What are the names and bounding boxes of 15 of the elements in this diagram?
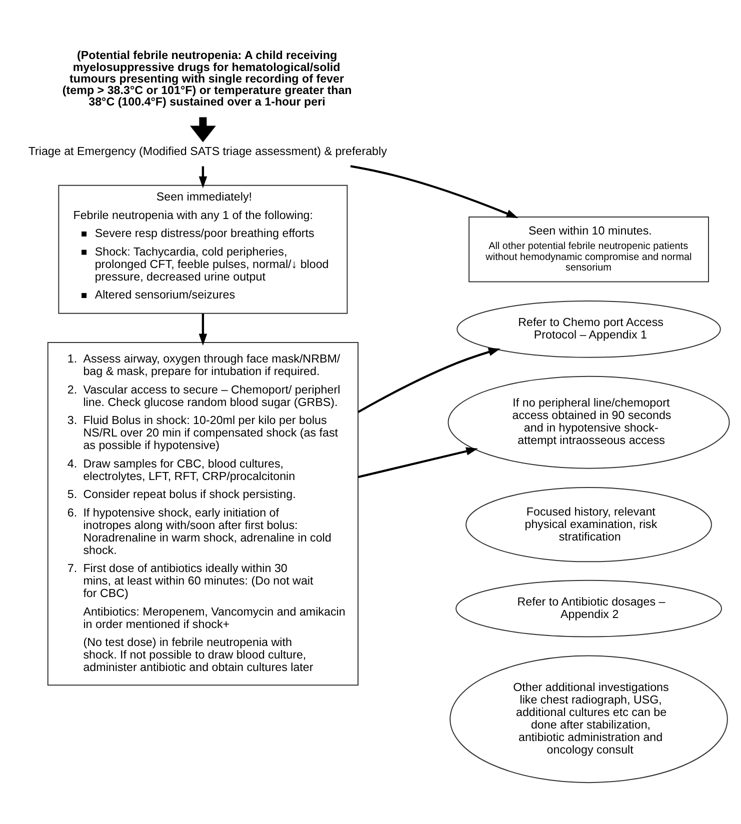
node-box: Seen immediately! Febrile neutropenia with any 1 of the following: Severe resp distress/poor breathing efforts Shock: Tachycardia, cold peripheries, prolonged CFT, feeble pulses, normal/↓ blood pressure, decreased urine output Altered sensorium/seizures [58, 184, 348, 314]
node-text: (Potential febrile neutropenia: A child receiving myelosuppressive drugs for hematological/solid tumours presenting with single recording of fever (temp > 38.3°C or 101°F) or temperature greater than 38°C (100.4°F) sustained over a 1-hour peri [62, 48, 352, 108]
node-ellipse: If no peripheral line/chemoport access obtained in 90 seconds and in hypotensive shock- attempt intraosseous access [448, 375, 730, 468]
node-box: Seen within 10 minutes. All other potential febrile neutropenic patients without hemodynamic compromise and normal sensorium [468, 216, 709, 282]
arrow [350, 164, 518, 218]
node-ellipse: Refer to Antibiotic dosages – Appendix 2 [456, 579, 722, 637]
arrow [190, 116, 216, 142]
arrow [198, 166, 208, 188]
node-text: Triage at Emergency (Modified SATS triage assessment) & preferably [28, 144, 387, 158]
arrow [358, 347, 500, 412]
arrow [358, 446, 478, 478]
node-ellipse: Focused history, relevant physical examination, risk stratification [466, 486, 712, 562]
node-box: 1. Assess airway, oxygen through face mask/NRBM/ bag & mask, prepare for intubation if required. 2. Vascular access to secure – Chemoport/ peripherl line. Check glucose random blood sugar (GRBS). 3. Fluid Bolus in shock: 10-20ml per kilo per bolus NS/RL over 20 min if compensated shock (as fast as possible if hypotensive) 4. Draw samples for CBC, blood cultures, electrolytes, LFT, RFT, CRP/procalcitonin 5. Consider repeat bolus if shock persisting. 6. If hypotensive shock, early initiation of inotropes along with/soon after first bolus: Noradrenaline in warm shock, adrenaline in cold shock. 7. First dose of antibiotics ideally within 30 mins, at least within 60 minutes: (Do not wait for CBC) Antibiotics: Meropenem, Vancomycin and amikacin in order mentioned if shock+ (No test dose) in febrile neutropenia with shock. If not possible to draw blood culture, administer antibiotic and obtain cultures later [47, 342, 359, 686]
arrow [198, 313, 208, 346]
node-ellipse: Other additional investigations like chest radiograph, USG, additional cultures etc can be done after stabilization, antibiotic administration and oncology consult [450, 654, 728, 783]
